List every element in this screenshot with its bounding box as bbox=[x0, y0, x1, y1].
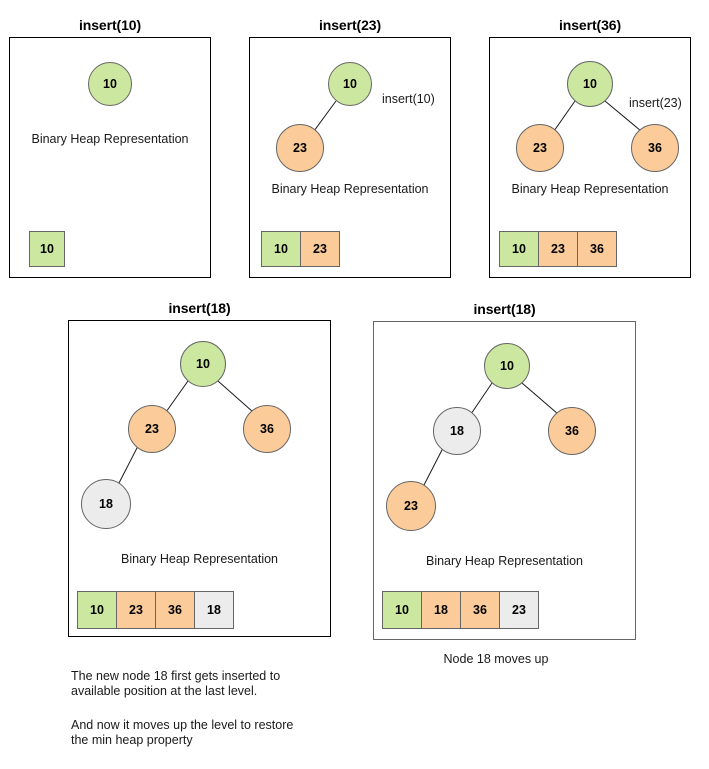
heap-array-cell: 23 bbox=[300, 231, 340, 267]
heap-array-cell: 10 bbox=[382, 591, 422, 629]
heap-node: 36 bbox=[631, 124, 679, 172]
heap-node: 10 bbox=[567, 61, 613, 107]
heap-array-cell: 18 bbox=[194, 591, 234, 629]
heap-node: 18 bbox=[433, 407, 481, 455]
heap-array-cell: 36 bbox=[155, 591, 195, 629]
binary-heap-representation-caption: Binary Heap Representation bbox=[271, 182, 429, 196]
panel-title: insert(18) bbox=[473, 301, 536, 317]
heap-array-cell: 23 bbox=[538, 231, 578, 267]
heap-node: 23 bbox=[516, 124, 564, 172]
panel-title: insert(36) bbox=[558, 17, 622, 33]
heap-array-cell: 10 bbox=[77, 591, 117, 629]
heap-array-cell: 23 bbox=[499, 591, 539, 629]
heap-array-cell: 10 bbox=[29, 231, 65, 267]
heap-array: 10 bbox=[29, 231, 65, 267]
heap-node: 10 bbox=[180, 341, 226, 387]
panel-title: insert(18) bbox=[168, 300, 231, 316]
binary-heap-representation-caption: Binary Heap Representation bbox=[425, 554, 584, 568]
heap-array-cell: 23 bbox=[116, 591, 156, 629]
heap-array-cell: 10 bbox=[499, 231, 539, 267]
heap-node: 10 bbox=[484, 343, 530, 389]
heap-node: 10 bbox=[328, 62, 372, 106]
heap-node: 36 bbox=[548, 407, 596, 455]
heap-array-cell: 36 bbox=[577, 231, 617, 267]
heap-node: 36 bbox=[243, 405, 291, 453]
binary-heap-representation-caption: Binary Heap Representation bbox=[511, 182, 669, 196]
heap-array-cell: 10 bbox=[261, 231, 301, 267]
panel-side-label: insert(23) bbox=[629, 96, 682, 110]
panel-title: insert(10) bbox=[78, 17, 142, 33]
binary-heap-representation-caption: Binary Heap Representation bbox=[120, 552, 279, 566]
panel-title: insert(23) bbox=[318, 17, 382, 33]
binary-heap-representation-caption: Binary Heap Representation bbox=[31, 132, 189, 146]
heap-node: 10 bbox=[88, 62, 132, 106]
heap-node: 23 bbox=[276, 124, 324, 172]
explanation-note-insert: The new node 18 first gets inserted to a… bbox=[71, 669, 281, 698]
heap-node: 23 bbox=[128, 405, 176, 453]
heap-node: 18 bbox=[81, 479, 131, 529]
heap-node: 23 bbox=[386, 481, 436, 531]
heap-array-cell: 18 bbox=[421, 591, 461, 629]
node-moves-up-caption: Node 18 moves up bbox=[443, 652, 549, 666]
panel-side-label: insert(10) bbox=[382, 92, 435, 106]
explanation-note-bubble-up: And now it moves up the level to restore… bbox=[71, 718, 294, 747]
heap-array-cell: 36 bbox=[460, 591, 500, 629]
